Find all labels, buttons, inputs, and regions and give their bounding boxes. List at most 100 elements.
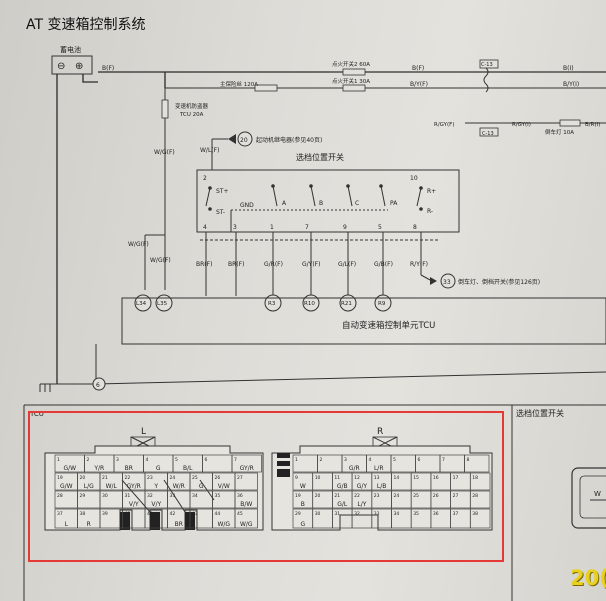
battery-plus-icon: ⊕	[75, 61, 83, 72]
connector-l-pin-number: 38	[80, 511, 86, 517]
reverse-ref-circle	[440, 273, 456, 289]
starter-relay-ref	[211, 131, 253, 170]
year-stamp: 20(	[570, 566, 606, 590]
connector-l-wire-color: R	[87, 521, 91, 528]
switch-pa: PA	[390, 200, 398, 207]
wire-label-wlf: W/L(F)	[200, 147, 219, 154]
connector-l-pin-number: 29	[80, 493, 86, 499]
ground-number: 6	[96, 382, 100, 389]
wire-label-c13a: C-13	[481, 62, 493, 68]
wire-label-bf2: B(F)	[412, 65, 424, 72]
partial-switch-connector	[571, 467, 606, 529]
connector-r-pin-number: 37	[453, 511, 459, 517]
connector-l-pin-cell	[231, 454, 262, 473]
connector-r-pin-number: 8	[467, 457, 470, 463]
connector-l-wire-color: W/L	[106, 483, 118, 490]
switch-pin-4: 4	[203, 224, 207, 231]
connector-l-pin-number: 36	[237, 493, 243, 499]
connector-r-wire-color: G/L	[337, 501, 348, 508]
connector-l-pin-cell	[234, 490, 258, 509]
connector-r-pin-number: 4	[369, 457, 372, 463]
wire-label-ign2: 点火开关2 60A	[332, 60, 370, 68]
connector-l-pin-number: 35	[215, 493, 221, 499]
switch-st-minus: ST-	[216, 209, 225, 216]
fuse-ign2-icon	[342, 68, 366, 76]
connector-r-pin-number: 2	[320, 457, 323, 463]
connector-l-pin-number: 20	[80, 475, 86, 481]
lower-tcu-tab: TCU	[29, 410, 44, 418]
connector-l-wire-color: V/Y	[129, 501, 139, 508]
fuse-reverse-icon	[559, 119, 581, 127]
relay-ref-number: 20	[240, 137, 248, 144]
connector-l-wire-color: Y	[153, 483, 158, 490]
circle-r10: R10	[304, 301, 315, 307]
wire-label-byi: B/Y(I)	[563, 81, 579, 88]
wire-label-glf: G/L(F)	[338, 261, 356, 268]
power-wires	[39, 59, 606, 392]
connector-l-wire-color: V/W	[218, 483, 230, 490]
connector-r-pin-number: 11	[334, 475, 340, 481]
battery: 蓄电池 ⊖ ⊕	[51, 45, 93, 75]
connector-l-pin-number: 5	[175, 457, 178, 463]
connector-r-pin-number: 34	[394, 511, 400, 517]
connector-l-pin-number: 27	[237, 475, 243, 481]
connector-l-pin-number: 23	[147, 475, 153, 481]
selector-switch-box	[196, 169, 460, 233]
connector-l-pin-number: 44	[215, 511, 221, 517]
connector-r-pin-number: 27	[453, 493, 459, 499]
connector-r-pin-number: 28	[472, 493, 478, 499]
connector-r-wire-color: L/Y	[357, 501, 366, 508]
connector-r-pin-number: 30	[315, 511, 321, 517]
wire-label-ryf: R/Y(F)	[410, 261, 428, 268]
connector-r-pin-number: 3	[344, 457, 347, 463]
highlight-box	[28, 411, 504, 562]
connector-r-wire-color: W	[300, 483, 306, 490]
connector-r-pin-number: 21	[334, 493, 340, 499]
switch-pin-1: 1	[270, 224, 274, 231]
connector-r-pin-number: 17	[453, 475, 459, 481]
connector-r-pin-number: 38	[472, 511, 478, 517]
circle-l35: L35	[157, 301, 168, 307]
connector-l-pin-cell	[234, 472, 258, 491]
wire-label-c13b: C-13	[482, 131, 494, 137]
arrow-right-icon	[430, 277, 437, 285]
circle-r3: R3	[268, 301, 276, 307]
reverse-ref-text: 倒车灯、倒档开关(参见126页)	[458, 278, 540, 286]
connector-r-pin-number: 36	[433, 511, 439, 517]
connector-l-pin-number: 42	[170, 511, 176, 517]
connector-l-pin-number: 41	[147, 511, 153, 517]
connector-r-pin-number: 15	[413, 475, 419, 481]
wire-label-wgf1: W/G(F)	[154, 149, 175, 156]
connector-l-wire-color: W/G	[240, 521, 253, 528]
connector-l-pin-number: 28	[57, 493, 63, 499]
connector-l-label: L	[141, 427, 146, 437]
connector-l-pin-number: 1	[57, 457, 60, 463]
connector-r-pin-number: 22	[354, 493, 360, 499]
connector-r-wire-color: G/Y	[357, 483, 368, 490]
wire-label-rgyf: R/GY(F)	[434, 122, 454, 128]
connector-r-pin-number: 29	[295, 511, 301, 517]
wire-label-bf: B(F)	[102, 65, 114, 72]
connector-l-wire-color: G/W	[63, 465, 76, 472]
connector-l-wire-color: BR	[175, 521, 183, 528]
connector-circles	[134, 294, 392, 312]
connector-r-pin-number: 7	[442, 457, 445, 463]
connector-r-pin-number: 10	[315, 475, 321, 481]
connector-l-wire-color: G	[199, 483, 204, 490]
connector-c13-top	[479, 59, 499, 69]
switch-pin-top-10: 10	[410, 175, 418, 182]
connector-r-pin-number: 12	[354, 475, 360, 481]
connector-l-pin-number: 32	[147, 493, 153, 499]
connector-r-wire-color: L/B	[377, 483, 386, 490]
connector-r-pin-cell	[469, 508, 491, 529]
battery-minus-icon: ⊖	[57, 61, 65, 72]
circle-r21: R21	[341, 301, 352, 307]
connector-l-wire-color: L	[65, 521, 69, 528]
wire-label-bi: B(I)	[563, 65, 574, 72]
connector-l-wire-color: B/L	[183, 465, 193, 472]
connector-r-pin-number: 16	[433, 475, 439, 481]
connector-r-pin-number: 32	[354, 511, 360, 517]
